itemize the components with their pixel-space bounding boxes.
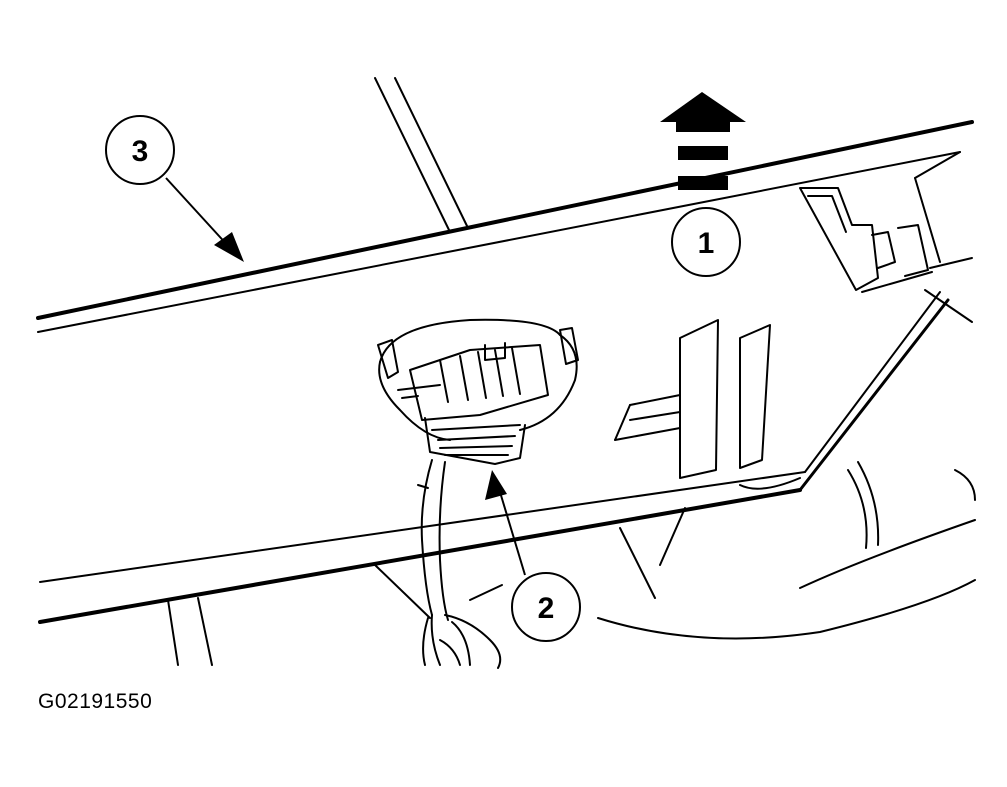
pillar-upper (374, 77, 469, 233)
wiring-harness (417, 459, 503, 669)
lower-trim (597, 461, 976, 640)
leader-arrow-2 (485, 470, 526, 576)
callout-3-label: 3 (132, 135, 149, 168)
direction-arrow-up (660, 92, 746, 190)
retaining-bracket (799, 177, 973, 293)
mounting-clip (614, 319, 801, 490)
callout-3: 3 (105, 115, 175, 185)
callout-2: 2 (511, 572, 581, 642)
figure-reference-code: G02191550 (38, 690, 153, 713)
lamp-housing (377, 318, 579, 465)
callout-2-label: 2 (538, 592, 555, 625)
callout-1: 1 (671, 207, 741, 277)
pillar-lower (167, 564, 431, 666)
headliner-panel (36, 120, 974, 624)
leader-arrow-3 (165, 177, 244, 262)
callout-1-label: 1 (698, 227, 715, 260)
